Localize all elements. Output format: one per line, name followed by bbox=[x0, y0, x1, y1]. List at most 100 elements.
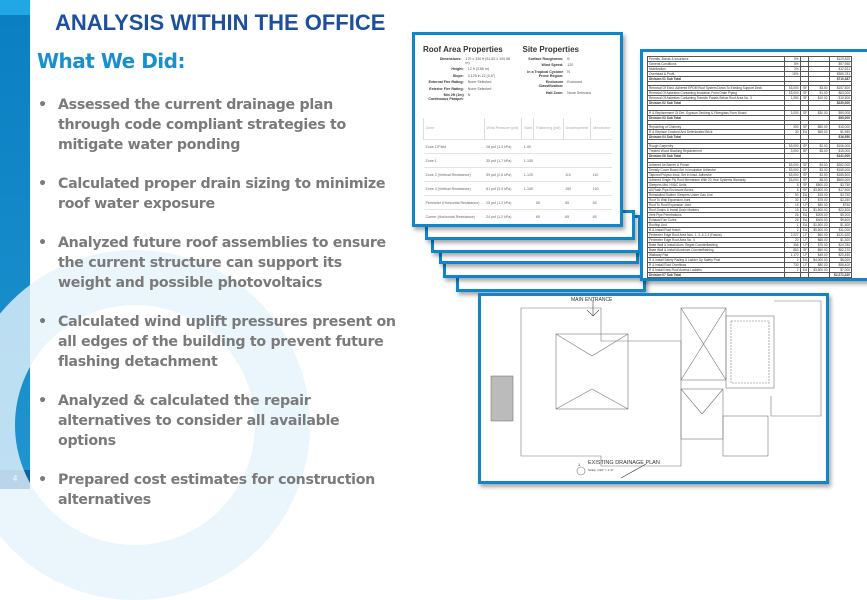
bullet-list: • Assessed the current drainage plan thro… bbox=[38, 95, 398, 529]
table-cell: 65 bbox=[533, 209, 564, 224]
slide-subtitle: What We Did: bbox=[37, 49, 185, 73]
property-row: Surface Roughness:B bbox=[523, 57, 613, 61]
column-header: Zone bbox=[423, 117, 485, 140]
table-cell: 55 bbox=[590, 195, 612, 210]
table-cell bbox=[533, 153, 564, 168]
estimate-cell bbox=[828, 80, 853, 87]
table-cell: 81 psf (3.9 kPa) bbox=[484, 181, 522, 196]
estimate-cell bbox=[828, 119, 853, 125]
table-cell: Perimeter (Horizontal Resistance) bbox=[423, 195, 485, 210]
property-row: Min 2ft (1m) Continuous Parapet:N bbox=[423, 93, 513, 101]
table-cell bbox=[590, 153, 612, 168]
bullet-dot-icon: • bbox=[38, 97, 47, 113]
table-cell bbox=[563, 139, 591, 154]
estimate-cell bbox=[828, 158, 853, 164]
property-value: N bbox=[467, 93, 471, 97]
property-row: Enclosure Classification:Enclosed bbox=[523, 80, 613, 88]
property-row: In a Tropical Cyclone Prone Region:N bbox=[523, 70, 613, 78]
property-row: Hail Zone:None Selected bbox=[523, 91, 613, 95]
table-cell: 150 bbox=[563, 181, 591, 196]
estimate-row: Removal Of Exist. Adhered EPDM Roof Syst… bbox=[646, 85, 853, 92]
estimate-cell bbox=[828, 138, 853, 145]
table-cell: Zone 1'/Field bbox=[423, 139, 485, 154]
table-cell bbox=[521, 195, 534, 210]
bullet-item: •Calculated wind uplift pressures presen… bbox=[38, 312, 398, 372]
bullet-dot-icon: • bbox=[38, 472, 47, 488]
property-row: External Fire Rating:None Selected bbox=[423, 80, 513, 84]
table-cell: 110 bbox=[590, 167, 612, 182]
table-cell: 55 bbox=[533, 195, 564, 210]
table-row: Perimeter (Horizontal Resistance)25 psf … bbox=[423, 195, 612, 210]
property-row: Wind Speed:120 bbox=[523, 63, 613, 67]
property-label: Exterior Fire Rating: bbox=[429, 86, 464, 91]
bullet-dot-icon: • bbox=[38, 393, 47, 409]
bullet-item: •Analyzed future roof assemblies to ensu… bbox=[38, 233, 398, 293]
property-label: Min 2ft (1m) Continuous Parapet: bbox=[428, 93, 464, 101]
column-header: Wind Pressure (psf) bbox=[483, 117, 522, 140]
table-cell: 1-150 bbox=[521, 181, 534, 196]
table-cell: Zone 2 (Vertical Resistance) bbox=[423, 167, 485, 182]
estimate-row bbox=[646, 277, 853, 278]
table-cell bbox=[533, 181, 564, 196]
bullet-item: •Calculated proper drain sizing to minim… bbox=[38, 174, 398, 214]
column-header: Fastening (psf) bbox=[533, 117, 564, 140]
estimate-cell bbox=[828, 105, 853, 111]
estimate-cell bbox=[784, 119, 801, 125]
estimate-cell bbox=[784, 105, 801, 111]
property-value: N bbox=[567, 69, 570, 74]
table-cell: 1-120 bbox=[521, 167, 534, 182]
property-label: In a Tropical Cyclone Prone Region: bbox=[527, 69, 564, 78]
drainage-plan-drawing: MAIN ENTRANCE 1 EXISTING DRAINAGE PLAN S… bbox=[478, 293, 829, 484]
property-value: B bbox=[567, 56, 570, 61]
estimate-cell bbox=[646, 277, 786, 278]
estimate-row bbox=[646, 105, 853, 111]
bullet-item: • Assessed the current drainage plan thro… bbox=[38, 95, 398, 155]
roof-props-heading: Roof Area Properties bbox=[423, 45, 503, 54]
table-cell: Zone 3 (Vertical Resistance) bbox=[423, 181, 485, 196]
estimate-row bbox=[646, 158, 853, 164]
table-cell bbox=[590, 139, 612, 154]
property-value: Enclosed bbox=[567, 80, 583, 84]
table-cell: 65 bbox=[590, 209, 612, 224]
table-cell: 24 psf (1.2 kPa) bbox=[484, 209, 522, 224]
table-cell: 35 psf (1.7 kPa) bbox=[484, 153, 522, 168]
property-label: Surface Roughness: bbox=[528, 56, 564, 61]
plan-title: EXISTING DRAINAGE PLAN bbox=[588, 460, 660, 466]
property-label: Wind Speed: bbox=[541, 63, 564, 67]
property-value: 0.125 in 12 (0.6°) bbox=[467, 73, 496, 78]
plan-number: 1 bbox=[578, 462, 581, 467]
property-label: Hail Zone: bbox=[545, 90, 564, 95]
property-value: 170 x 330 ft (51.82 x 100.58 m) bbox=[465, 56, 511, 65]
estimate-cell bbox=[784, 138, 801, 145]
estimate-cell bbox=[799, 277, 810, 278]
estimate-cell bbox=[784, 80, 801, 87]
estimate-row bbox=[646, 119, 853, 125]
slide-title: ANALYSIS WITHIN THE OFFICE bbox=[55, 10, 386, 35]
property-label: External Fire Rating: bbox=[428, 80, 464, 84]
estimate-row: Division 03 Sub Total$90,000 bbox=[646, 114, 853, 121]
property-value: None Selected bbox=[567, 90, 591, 95]
bullet-text: Assessed the current drainage plan throu… bbox=[58, 97, 346, 153]
table-row: Zone 2 (Vertical Resistance)59 psf (2.8 … bbox=[423, 167, 612, 182]
table-cell bbox=[563, 153, 591, 168]
bullet-text: Calculated proper drain sizing to minimi… bbox=[58, 176, 386, 212]
table-cell: 1-105 bbox=[521, 153, 534, 168]
table-row: Corner (Horizontal Resistance)24 psf (1.… bbox=[423, 209, 612, 224]
column-header: Start bbox=[521, 117, 534, 140]
sidebar-accent bbox=[0, 0, 30, 15]
property-value: None Selected bbox=[467, 86, 492, 91]
table-cell bbox=[521, 209, 534, 224]
estimate-cell bbox=[808, 277, 830, 278]
property-row: Dimensions:170 x 330 ft (51.82 x 100.58 … bbox=[423, 57, 513, 65]
property-label: Slope: bbox=[452, 73, 464, 78]
plan-scale: Scale: 1/16" = 1'-0" bbox=[588, 468, 614, 472]
table-cell: Zone 1 bbox=[423, 153, 485, 168]
property-label: Dimensions: bbox=[439, 56, 462, 61]
table-cell: 110 bbox=[563, 167, 591, 182]
estimate-row bbox=[646, 138, 853, 145]
property-row: Exterior Fire Rating:None Selected bbox=[423, 87, 513, 91]
